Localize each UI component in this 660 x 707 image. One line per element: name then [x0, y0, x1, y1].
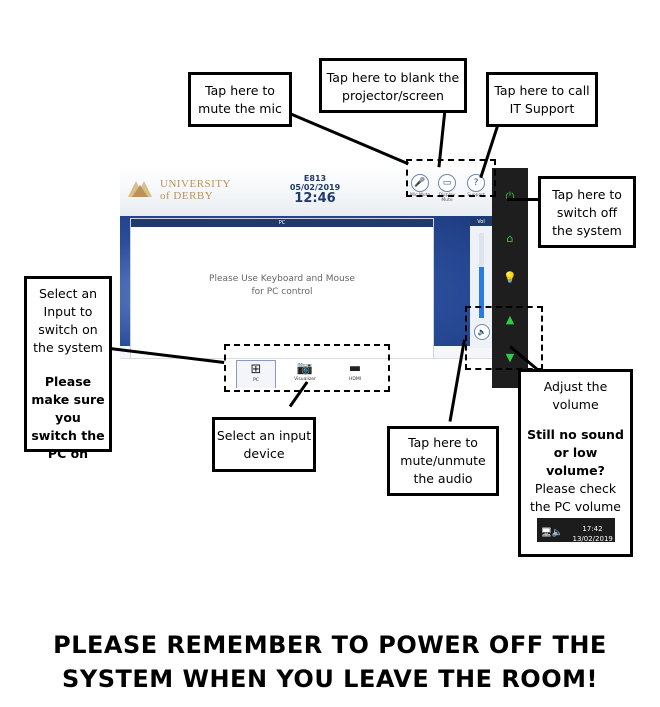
pc-window-title: PC: [131, 219, 433, 227]
footer-line2: SYSTEM WHEN YOU LEAVE THE ROOM!: [62, 665, 598, 693]
callout-adjust-volume-text: Adjust the volume: [543, 379, 608, 412]
taskbar-clock: 🖥🔈 17:42 13/02/2019: [536, 518, 615, 543]
callout-blank-projector: Tap here to blank the projector/screen: [319, 58, 467, 113]
source-hdmi-label: HDMI: [348, 377, 362, 382]
volume-panel: Vol 🔈: [470, 218, 492, 348]
volume-up-icon[interactable]: ▲: [505, 313, 515, 326]
callout-check-pc-volume-text: Please check the PC volume: [529, 481, 622, 514]
audio-mute-button[interactable]: 🔈: [474, 324, 490, 340]
volume-down-icon[interactable]: ▼: [505, 351, 515, 364]
question-icon: ?: [467, 174, 485, 192]
callout-select-input: Select an Input to switch on the system …: [24, 276, 112, 461]
crest-icon: [128, 181, 152, 197]
footer-line1: PLEASE REMEMBER TO POWER OFF THE: [53, 631, 607, 659]
leader-power: [507, 198, 539, 201]
display-icon: ▭: [438, 174, 456, 192]
touch-panel: UNIVERSITY of DERBY E813 05/02/2019 12:4…: [120, 168, 492, 388]
source-pc-button[interactable]: ⊞ PC: [236, 360, 276, 388]
source-visualizer-label: Visualizer: [294, 377, 316, 382]
callout-no-sound-text: Still no sound or low volume?: [527, 427, 624, 478]
callout-blank-projector-text: Tap here to blank the projector/screen: [326, 70, 460, 103]
control-strip: ⏻ ⌂ 💡 ▲ ▼: [492, 168, 528, 388]
callout-switch-off: Tap here to switch off the system: [538, 176, 636, 248]
leader-mute-mic: [284, 110, 409, 166]
volume-title: Vol: [470, 218, 492, 226]
power-icon[interactable]: ⏻: [505, 190, 515, 203]
callout-select-device: Select an input device: [212, 417, 316, 472]
pc-message-line2: for PC control: [251, 287, 313, 297]
home-icon[interactable]: ⌂: [506, 232, 514, 245]
volume-level-fill: [479, 267, 484, 318]
callout-mute-mic-text: Tap here to mute the mic: [198, 83, 282, 116]
taskbar-date: 13/02/2019: [572, 535, 613, 543]
callout-adjust-volume: Adjust the volume Still no sound or low …: [518, 369, 633, 557]
network-speaker-icon: 🖥🔈: [540, 528, 564, 538]
logo-text-derby: of DERBY: [160, 190, 214, 202]
volume-controls-highlight: [465, 306, 543, 370]
header-buttons-highlight: [406, 159, 496, 197]
callout-mute-audio-text: Tap here to mute/unmute the audio: [400, 435, 486, 486]
callout-select-input-text: Select an Input to switch on the system: [33, 286, 103, 355]
taskbar-time: 17:42: [582, 525, 603, 533]
lightbulb-icon[interactable]: 💡: [503, 271, 517, 284]
pc-message-line1: Please Use Keyboard and Mouse: [209, 274, 355, 284]
callout-it-support-text: Tap here to call IT Support: [494, 83, 590, 116]
windows-icon: ⊞: [250, 362, 262, 377]
callout-mute-mic: Tap here to mute the mic: [188, 72, 292, 127]
panel-date: 05/02/2019: [289, 183, 341, 192]
source-bar: ⊞ PC 📷 Visualizer ▬ HDMI: [120, 358, 492, 388]
hdmi-icon: ▬: [348, 361, 362, 376]
pc-control-message: Please Use Keyboard and Mouse for PC con…: [131, 273, 433, 299]
callout-it-support: Tap here to call IT Support: [486, 72, 598, 127]
source-hdmi-button[interactable]: ▬ HDMI: [336, 360, 374, 388]
university-logo: UNIVERSITY of DERBY: [126, 174, 241, 210]
source-pc-label: PC: [253, 378, 259, 383]
callout-select-device-text: Select an input device: [216, 428, 312, 461]
source-visualizer-button[interactable]: 📷 Visualizer: [286, 360, 324, 388]
callout-mute-audio: Tap here to mute/unmute the audio: [387, 426, 499, 496]
source-buttons-highlight: [224, 344, 390, 392]
callout-switch-pc-on-text: Please make sure you switch the PC on: [31, 374, 105, 461]
footer-reminder: PLEASE REMEMBER TO POWER OFF THE SYSTEM …: [0, 628, 660, 696]
panel-header: UNIVERSITY of DERBY E813 05/02/2019 12:4…: [120, 168, 492, 216]
panel-time: 12:46: [294, 191, 336, 206]
microphone-icon: 🎤: [411, 174, 429, 192]
visualizer-icon: 📷: [296, 361, 314, 376]
callout-switch-off-text: Tap here to switch off the system: [552, 187, 622, 238]
pc-source-window: PC Please Use Keyboard and Mouse for PC …: [130, 218, 434, 360]
logo-text-university: UNIVERSITY: [160, 178, 231, 190]
room-number: E813: [303, 174, 327, 183]
